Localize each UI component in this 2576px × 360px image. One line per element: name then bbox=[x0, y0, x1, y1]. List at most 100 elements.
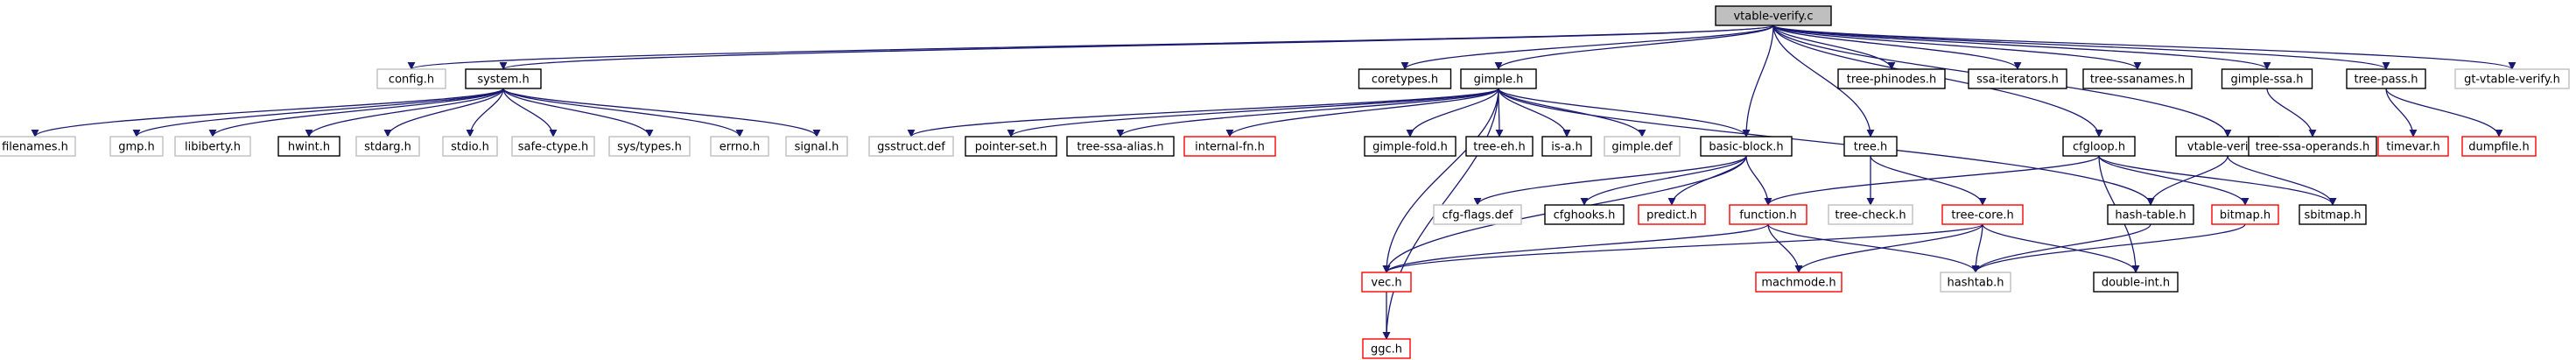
node-hashtab-h[interactable]: hashtab.h bbox=[1940, 272, 2011, 293]
node-box bbox=[608, 136, 691, 157]
node-tree-h[interactable]: tree.h bbox=[1843, 136, 1898, 157]
node-box bbox=[109, 136, 164, 157]
node-sys-types-h[interactable]: sys/types.h bbox=[608, 136, 691, 157]
edge-line bbox=[2098, 155, 2250, 206]
edge-line bbox=[1767, 223, 1980, 273]
edge-line bbox=[1971, 223, 2151, 273]
node-double-int-h[interactable]: double-int.h bbox=[2093, 272, 2179, 293]
node-box bbox=[511, 136, 595, 157]
node-box bbox=[1729, 204, 1807, 225]
node-stdarg-h[interactable]: stdarg.h bbox=[355, 136, 420, 157]
edge-gimple-h-to-vec-h bbox=[1382, 88, 1499, 273]
node-vtable-verify-c[interactable]: vtable-verify.c bbox=[1715, 5, 1832, 26]
node-machmode-h[interactable]: machmode.h bbox=[1755, 272, 1843, 293]
node-hash-table-h[interactable]: hash-table.h bbox=[2107, 204, 2194, 225]
node-vec-h[interactable]: vec.h bbox=[1361, 272, 1412, 293]
node-dumpfile-h[interactable]: dumpfile.h bbox=[2461, 136, 2537, 157]
node-label: cfghooks.h bbox=[1554, 209, 1616, 222]
edge-vtable-verify-h-to-hash-table-h bbox=[2146, 155, 2229, 206]
edge-line bbox=[1225, 88, 1499, 138]
node-label: machmode.h bbox=[1761, 277, 1835, 290]
node-box bbox=[1460, 68, 1537, 89]
edge-line bbox=[1742, 25, 1774, 138]
node-errno-h[interactable]: errno.h bbox=[710, 136, 769, 157]
edge-function-h-to-vec-h bbox=[1382, 223, 1769, 273]
node-gimple-def[interactable]: gimple.def bbox=[1604, 136, 1681, 157]
node-label: cfgloop.h bbox=[2073, 141, 2125, 154]
node-safe-ctype-h[interactable]: safe-ctype.h bbox=[511, 136, 595, 157]
edge-line bbox=[1764, 155, 2100, 206]
node-cfgloop-h[interactable]: cfgloop.h bbox=[2062, 136, 2136, 157]
node-stdio-h[interactable]: stdio.h bbox=[442, 136, 498, 157]
edge-vtable-verify-c-to-tree-h bbox=[1772, 25, 1875, 138]
node-label: safe-ctype.h bbox=[518, 141, 589, 154]
edge-line bbox=[2385, 88, 2418, 138]
node-function-h[interactable]: function.h bbox=[1729, 204, 1807, 225]
node-ggc-h[interactable]: ggc.h bbox=[1362, 338, 1411, 359]
edge-line bbox=[1494, 25, 1774, 70]
edge-line bbox=[1772, 25, 1896, 70]
node-cfg-flags-def[interactable]: cfg-flags.def bbox=[1433, 204, 1522, 225]
node-tree-ssa-alias-h[interactable]: tree-ssa-alias.h bbox=[1066, 136, 1175, 157]
node-system-h[interactable]: system.h bbox=[465, 68, 542, 89]
node-tree-pass-h[interactable]: tree-pass.h bbox=[2346, 68, 2426, 89]
node-sbitmap-h[interactable]: sbitmap.h bbox=[2299, 204, 2367, 225]
node-ssa-iterators-h[interactable]: ssa-iterators.h bbox=[1968, 68, 2067, 89]
edge-line bbox=[1498, 88, 1571, 138]
node-label: errno.h bbox=[719, 141, 761, 154]
node-tree-eh-h[interactable]: tree-eh.h bbox=[1465, 136, 1534, 157]
node-cfghooks-h[interactable]: cfghooks.h bbox=[1544, 204, 1625, 225]
node-gimple-ssa-h[interactable]: gimple-ssa.h bbox=[2221, 68, 2313, 89]
edge-gimple-h-to-hash-table-h bbox=[1498, 88, 2155, 206]
node-coretypes-h[interactable]: coretypes.h bbox=[1358, 68, 1452, 89]
node-predict-h[interactable]: predict.h bbox=[1638, 204, 1706, 225]
node-box bbox=[442, 136, 498, 157]
node-box bbox=[1940, 272, 2011, 293]
node-tree-ssa-operands-h[interactable]: tree-ssa-operands.h bbox=[2248, 136, 2377, 157]
edge-basic-block-h-to-function-h bbox=[1745, 155, 1772, 206]
node-tree-check-h[interactable]: tree-check.h bbox=[1828, 204, 1913, 225]
node-label: double-int.h bbox=[2102, 277, 2170, 290]
node-label: sbitmap.h bbox=[2305, 209, 2362, 222]
node-hwint-h[interactable]: hwint.h bbox=[277, 136, 340, 157]
node-box bbox=[376, 68, 446, 89]
node-pointer-set-h[interactable]: pointer-set.h bbox=[965, 136, 1057, 157]
node-internal-fn-h[interactable]: internal-fn.h bbox=[1183, 136, 1276, 157]
node-gimple-h[interactable]: gimple.h bbox=[1460, 68, 1537, 89]
node-box bbox=[2346, 68, 2426, 89]
node-tree-core-h[interactable]: tree-core.h bbox=[1941, 204, 2024, 225]
node-label: gmp.h bbox=[118, 141, 155, 154]
node-config-h[interactable]: config.h bbox=[376, 68, 446, 89]
node-box bbox=[2299, 204, 2367, 225]
node-basic-block-h[interactable]: basic-block.h bbox=[1700, 136, 1793, 157]
node-tree-ssanames-h[interactable]: tree-ssanames.h bbox=[2082, 68, 2193, 89]
node-label: stdio.h bbox=[451, 141, 489, 154]
edge-vtable-verify-c-to-tree-ssanames-h bbox=[1772, 25, 2142, 70]
edge-line bbox=[1772, 25, 2516, 70]
node-label: system.h bbox=[477, 74, 529, 87]
node-filenames-h[interactable]: filenames.h bbox=[0, 136, 76, 157]
node-box bbox=[2377, 136, 2449, 157]
node-tree-phinodes-h[interactable]: tree-phinodes.h bbox=[1837, 68, 1946, 89]
node-signal-h[interactable]: signal.h bbox=[785, 136, 848, 157]
node-box bbox=[1828, 204, 1913, 225]
node-bitmap-h[interactable]: bitmap.h bbox=[2211, 204, 2279, 225]
edge-line bbox=[502, 88, 744, 138]
edge-line bbox=[1498, 88, 1751, 138]
node-gt-vtable-verify-h[interactable]: gt-vtable-verify.h bbox=[2454, 68, 2570, 89]
node-libiberty-h[interactable]: libiberty.h bbox=[174, 136, 251, 157]
node-gsstruct-def[interactable]: gsstruct.def bbox=[868, 136, 954, 157]
node-gimple-fold-h[interactable]: gimple-fold.h bbox=[1364, 136, 1456, 157]
node-label: gimple.def bbox=[1611, 141, 1673, 154]
node-is-a-h[interactable]: is-a.h bbox=[1541, 136, 1592, 157]
node-gmp-h[interactable]: gmp.h bbox=[109, 136, 164, 157]
edge-line bbox=[1382, 88, 1499, 340]
node-box bbox=[2062, 136, 2136, 157]
node-timevar-h[interactable]: timevar.h bbox=[2377, 136, 2449, 157]
edge-line bbox=[1982, 223, 2140, 273]
node-box bbox=[1362, 338, 1411, 359]
edge-line bbox=[2098, 155, 2337, 206]
node-box bbox=[1638, 204, 1706, 225]
edge-bitmap-h-to-hashtab-h bbox=[1971, 223, 2246, 273]
